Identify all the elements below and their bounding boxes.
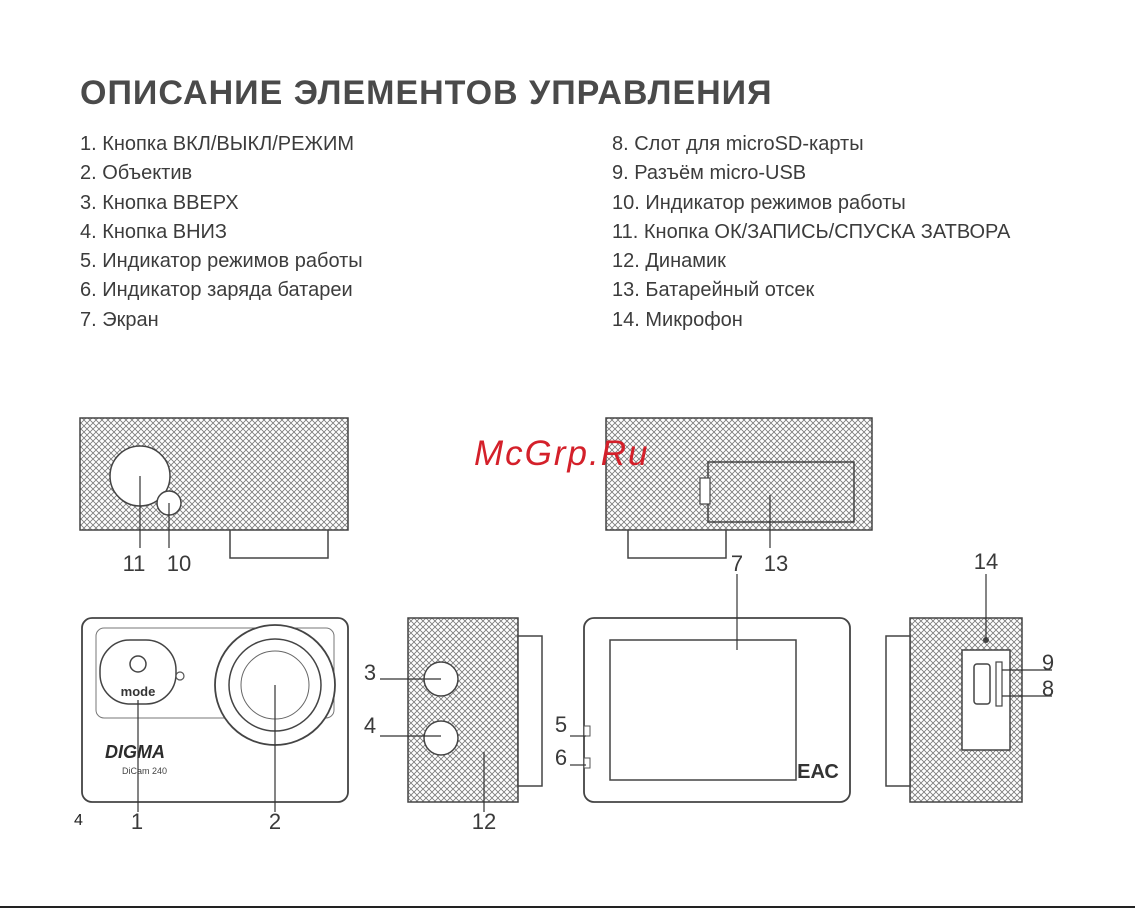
callout-12: 12 bbox=[472, 809, 496, 834]
callout-7: 7 bbox=[731, 551, 743, 576]
power-icon bbox=[129, 655, 147, 673]
camera-right-side-view bbox=[885, 574, 1052, 803]
list-item: 6. Индикатор заряда батареи bbox=[80, 279, 353, 302]
controls-list-right: 8. Слот для microSD-карты 9. Разъём micr… bbox=[612, 130, 1010, 335]
callout-8: 8 bbox=[1042, 676, 1054, 701]
callout-6: 6 bbox=[555, 745, 567, 770]
callout-5: 5 bbox=[555, 712, 567, 737]
bottom-divider bbox=[0, 906, 1135, 908]
list-item: 10. Индикатор режимов работы bbox=[612, 191, 906, 214]
screen-icon bbox=[609, 639, 797, 781]
list-item: 4. Кнопка ВНИЗ bbox=[80, 220, 227, 243]
callout-14: 14 bbox=[974, 549, 998, 574]
brand-logo: DIGMA bbox=[105, 742, 165, 762]
list-item: 5. Индикатор режимов работы bbox=[80, 250, 363, 273]
callout-1: 1 bbox=[131, 809, 143, 834]
page-number: 4 bbox=[74, 812, 83, 829]
eac-mark: ЕАС bbox=[797, 761, 839, 783]
callout-9: 9 bbox=[1042, 650, 1054, 675]
mode-label: mode bbox=[121, 684, 156, 699]
camera-top-view bbox=[79, 417, 349, 559]
list-item: 11. Кнопка ОК/ЗАПИСЬ/СПУСКА ЗАТВОРА bbox=[612, 220, 1011, 243]
model-label: DiCam 240 bbox=[122, 766, 167, 776]
callout-13: 13 bbox=[764, 551, 788, 576]
callout-10: 10 bbox=[167, 551, 191, 576]
callout-11: 11 bbox=[123, 551, 146, 576]
camera-front-view: mode DIGMA DiCam 240 bbox=[81, 617, 349, 812]
list-item: 2. Объектив bbox=[80, 162, 193, 185]
list-item: 14. Микрофон bbox=[612, 308, 743, 331]
camera-side-view bbox=[380, 617, 543, 812]
camera-back-view: ЕАС bbox=[570, 574, 851, 803]
list-item: 7. Экран bbox=[80, 308, 159, 331]
usb-port-icon bbox=[973, 663, 991, 705]
watermark: McGrp.Ru bbox=[474, 434, 650, 473]
callout-2: 2 bbox=[269, 809, 281, 834]
page-title: ОПИСАНИЕ ЭЛЕМЕНТОВ УПРАВЛЕНИЯ bbox=[80, 74, 773, 112]
controls-list-left: 1. Кнопка ВКЛ/ВЫКЛ/РЕЖИМ 2. Объектив 3. … bbox=[80, 130, 363, 335]
battery-compartment-icon bbox=[707, 461, 855, 523]
list-item: 8. Слот для microSD-карты bbox=[612, 133, 864, 155]
list-item: 13. Батарейный отсек bbox=[612, 279, 815, 302]
camera-bottom-view bbox=[605, 417, 873, 559]
callout-3: 3 bbox=[364, 660, 376, 685]
list-item: 3. Кнопка ВВЕРХ bbox=[80, 191, 239, 214]
microsd-slot-icon bbox=[995, 661, 1003, 707]
list-item: 1. Кнопка ВКЛ/ВЫКЛ/РЕЖИМ bbox=[80, 133, 354, 155]
down-button-icon bbox=[423, 720, 459, 756]
list-item: 12. Динамик bbox=[612, 250, 726, 273]
callout-4: 4 bbox=[364, 713, 376, 738]
list-item: 9. Разъём micro-USB bbox=[612, 162, 807, 185]
